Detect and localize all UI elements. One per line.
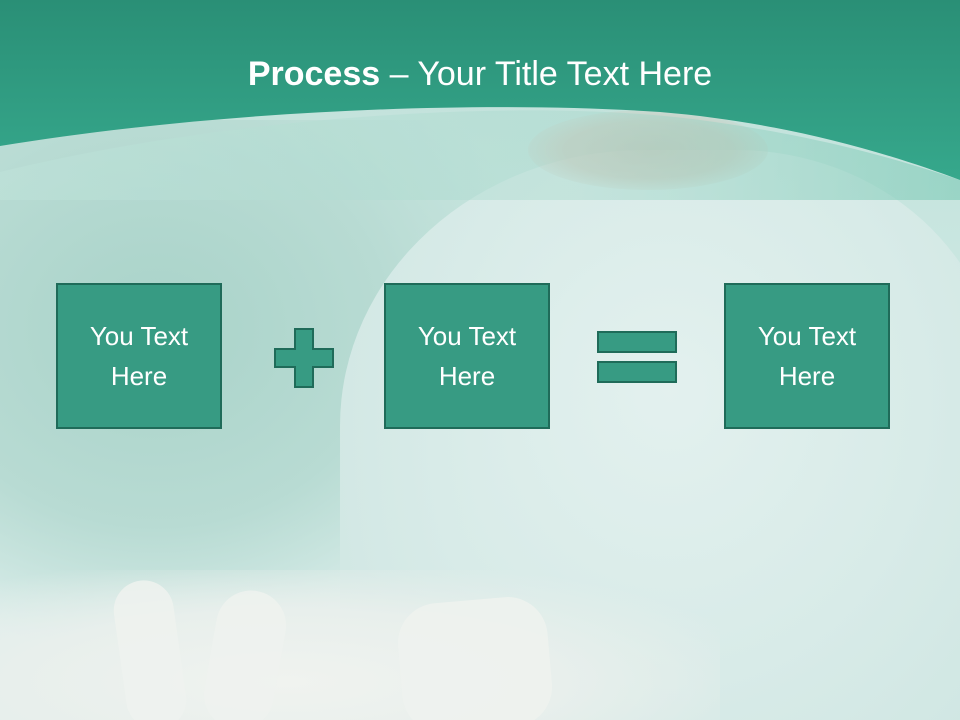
title-bold: Process xyxy=(247,55,381,93)
plus-icon xyxy=(274,328,334,388)
title-rest: – Your Title Text Here xyxy=(380,55,713,93)
slide-title: Process – Your Title Text Here xyxy=(0,52,960,96)
process-box-3[interactable]: You Text Here xyxy=(724,283,890,429)
equals-icon xyxy=(597,331,677,383)
process-box-1-text: You Text Here xyxy=(89,321,189,391)
process-box-2[interactable]: You Text Here xyxy=(384,283,550,429)
process-box-3-text: You Text Here xyxy=(757,321,857,391)
process-box-1[interactable]: You Text Here xyxy=(56,283,222,429)
process-box-2-text: You Text Here xyxy=(417,321,517,391)
background-hand xyxy=(394,593,556,720)
header-wave-band xyxy=(0,0,960,200)
background-photo-hands xyxy=(0,570,720,720)
